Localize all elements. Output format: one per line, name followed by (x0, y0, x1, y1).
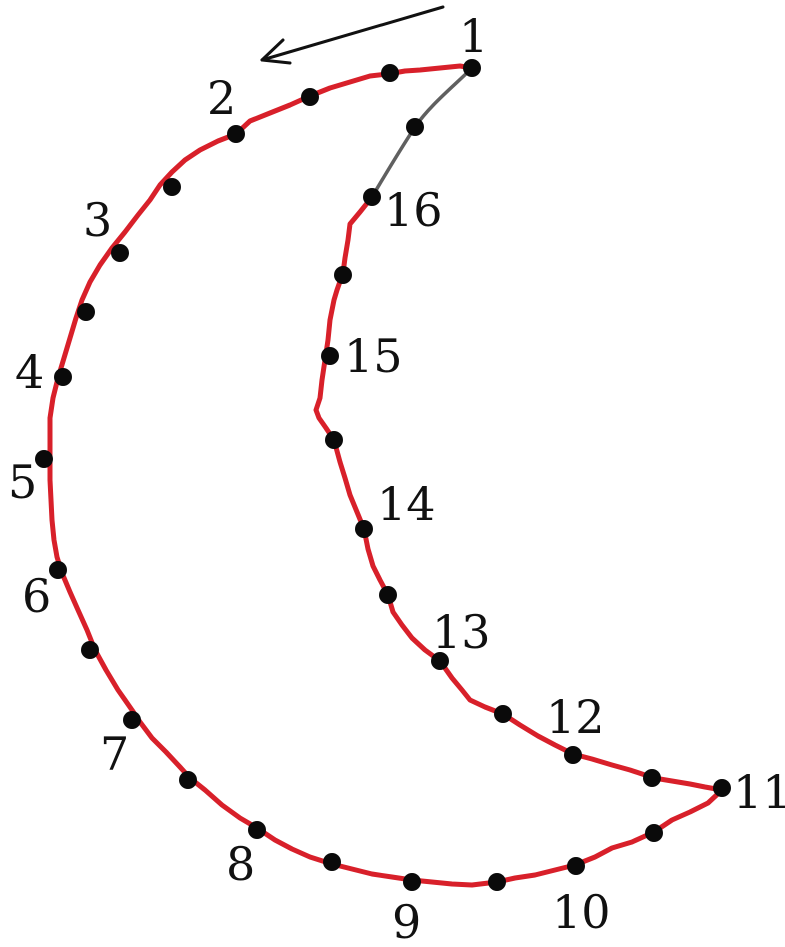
dot (564, 746, 582, 764)
label-1: 1 (459, 9, 488, 63)
label-8: 8 (226, 837, 255, 891)
dot (363, 188, 381, 206)
dot (488, 873, 506, 891)
dot (321, 347, 339, 365)
dot (54, 368, 72, 386)
dot (35, 450, 53, 468)
dot (179, 771, 197, 789)
dot (81, 641, 99, 659)
number-labels: 1 2 3 4 5 6 7 8 9 10 11 12 13 14 15 16 (8, 9, 785, 947)
dot (163, 178, 181, 196)
label-16: 16 (384, 183, 443, 237)
dot (643, 769, 661, 787)
label-9: 9 (392, 895, 421, 947)
dot (406, 118, 424, 136)
dot (111, 244, 129, 262)
dot (381, 64, 399, 82)
dot (645, 824, 663, 842)
dot (325, 431, 343, 449)
dot (334, 266, 352, 284)
direction-arrow (262, 7, 443, 63)
label-3: 3 (83, 193, 112, 247)
label-5: 5 (8, 455, 37, 509)
label-4: 4 (15, 345, 44, 399)
label-10: 10 (552, 885, 611, 939)
label-14: 14 (377, 477, 436, 531)
dot (301, 88, 319, 106)
label-6: 6 (22, 569, 51, 623)
dot (323, 853, 341, 871)
dot (77, 303, 95, 321)
label-7: 7 (100, 727, 129, 781)
label-12: 12 (546, 690, 605, 744)
label-13: 13 (432, 605, 491, 659)
label-11: 11 (733, 765, 785, 819)
dot (494, 705, 512, 723)
dot (227, 125, 245, 143)
dot (49, 561, 67, 579)
dot (379, 586, 397, 604)
dot (355, 520, 373, 538)
dot (403, 873, 421, 891)
dots (35, 59, 731, 891)
dot (713, 779, 731, 797)
dot (567, 857, 585, 875)
label-15: 15 (344, 329, 403, 383)
label-2: 2 (207, 71, 236, 125)
